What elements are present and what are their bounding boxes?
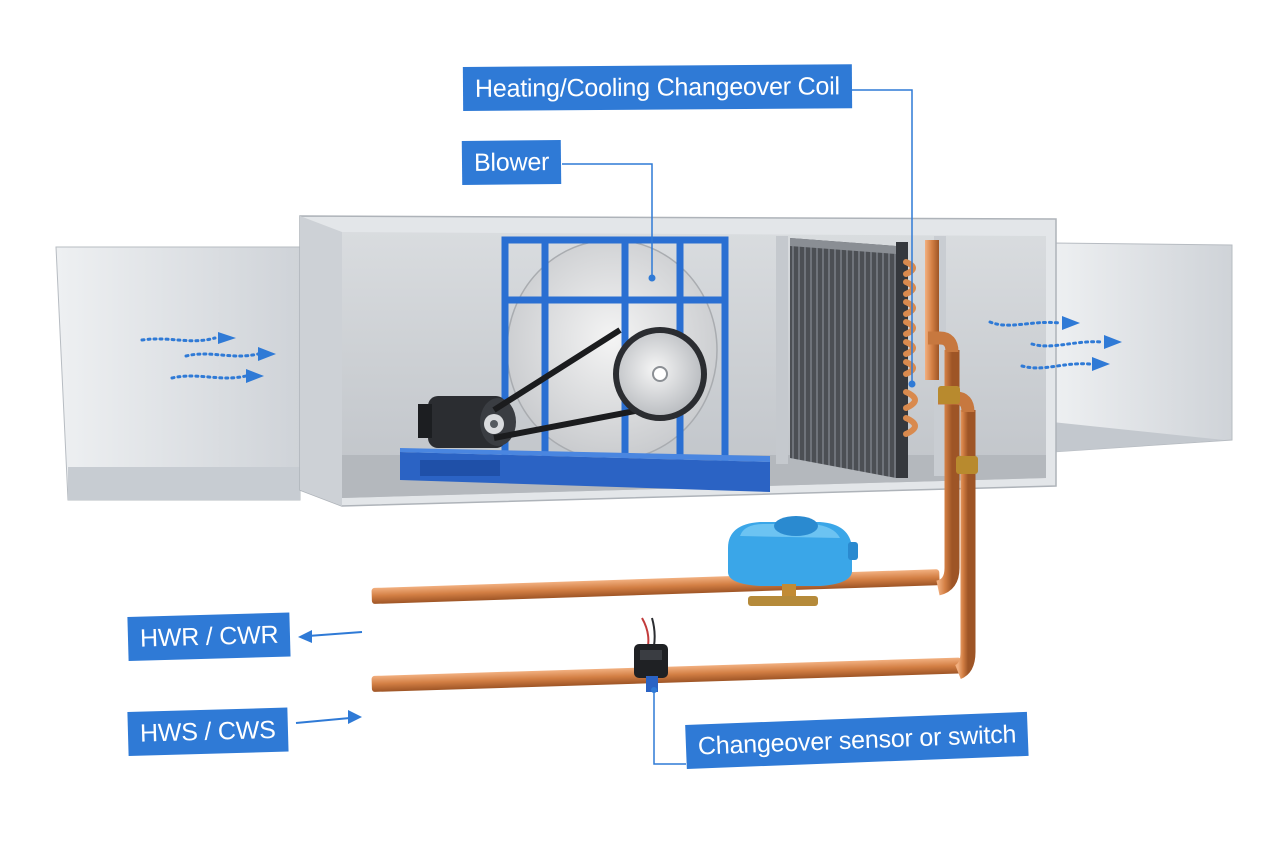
blower-assembly xyxy=(400,236,770,492)
changeover-sensor xyxy=(634,617,668,692)
flow-arrow-icon xyxy=(295,630,363,724)
right-duct xyxy=(1051,242,1233,453)
changeover-coil xyxy=(790,238,939,478)
left-duct xyxy=(55,246,301,501)
coil-leader-line xyxy=(842,89,913,384)
blower-leader-line xyxy=(562,163,653,278)
coil-label: Heating/Cooling Changeover Coil xyxy=(462,64,853,111)
airflow-out-icon xyxy=(988,320,1104,370)
sensor-leader-line xyxy=(653,690,686,765)
airflow-in-icon xyxy=(140,336,260,380)
blower-label: Blower xyxy=(461,139,562,185)
return-water-label: HWR / CWR xyxy=(127,612,292,661)
valve-actuator xyxy=(728,516,858,606)
supply-water-label: HWS / CWS xyxy=(127,707,289,756)
